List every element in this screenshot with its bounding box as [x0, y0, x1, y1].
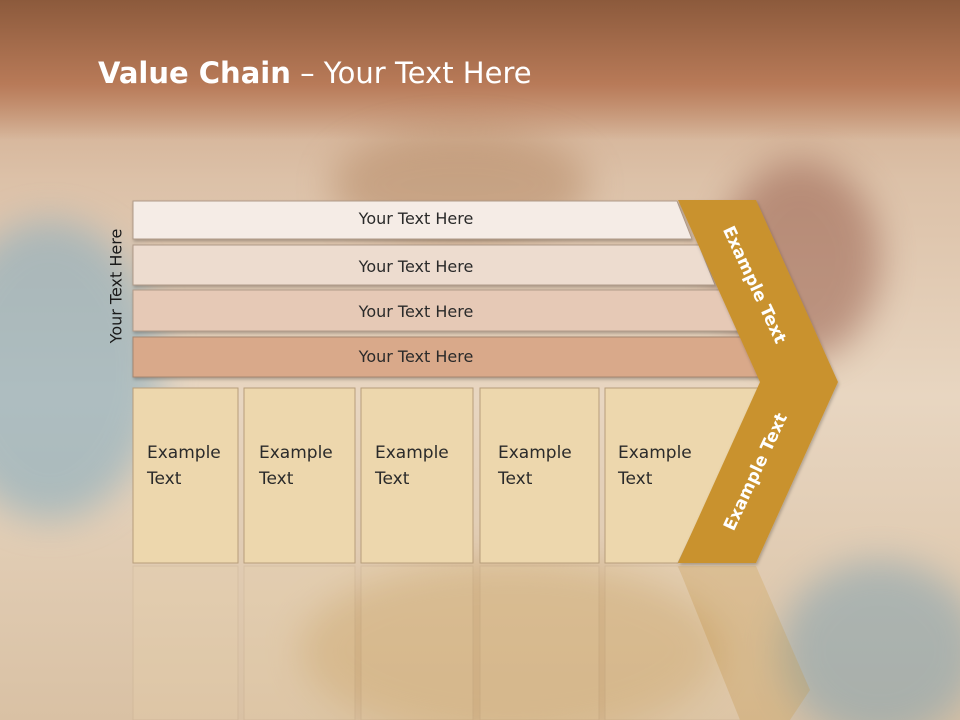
- chevron-arrow: [678, 200, 838, 563]
- background-lower-blob: [300, 560, 720, 720]
- column-box-2: [243, 387, 356, 564]
- column-label-5-line2: Text: [618, 469, 653, 489]
- column-box-4: [479, 387, 600, 564]
- column-label-5: Example Text: [618, 440, 692, 492]
- column-box-1: [132, 387, 239, 564]
- background-glove-blob: [780, 560, 960, 720]
- row-bar-1: [132, 200, 693, 240]
- column-label-3: Example Text: [375, 440, 449, 492]
- row-label-1: Your Text Here: [358, 209, 474, 228]
- column-label-2-line1: Example: [259, 443, 333, 463]
- column-label-3-line2: Text: [375, 469, 410, 489]
- row-label-3: Your Text Here: [358, 302, 474, 321]
- column-label-4-line2: Text: [498, 469, 533, 489]
- title-bold: Value Chain: [98, 56, 291, 90]
- header-band: [0, 0, 960, 140]
- column-label-5-line1: Example: [618, 443, 692, 463]
- column-label-4-line1: Example: [498, 443, 572, 463]
- column-label-1: Example Text: [147, 440, 221, 492]
- row-bar-2: [132, 244, 716, 286]
- reflection-group: [132, 565, 810, 720]
- column-label-2: Example Text: [259, 440, 333, 492]
- title-rest: – Your Text Here: [290, 56, 532, 90]
- column-box-3: [360, 387, 474, 564]
- column-label-3-line1: Example: [375, 443, 449, 463]
- column-label-2-line2: Text: [259, 469, 294, 489]
- row-label-4: Your Text Here: [358, 347, 474, 366]
- column-label-1-line1: Example: [147, 443, 221, 463]
- column-label-4: Example Text: [498, 440, 572, 492]
- row-label-2: Your Text Here: [358, 257, 474, 276]
- slide-title: Value Chain – Your Text Here: [98, 56, 532, 90]
- column-label-1-line2: Text: [147, 469, 182, 489]
